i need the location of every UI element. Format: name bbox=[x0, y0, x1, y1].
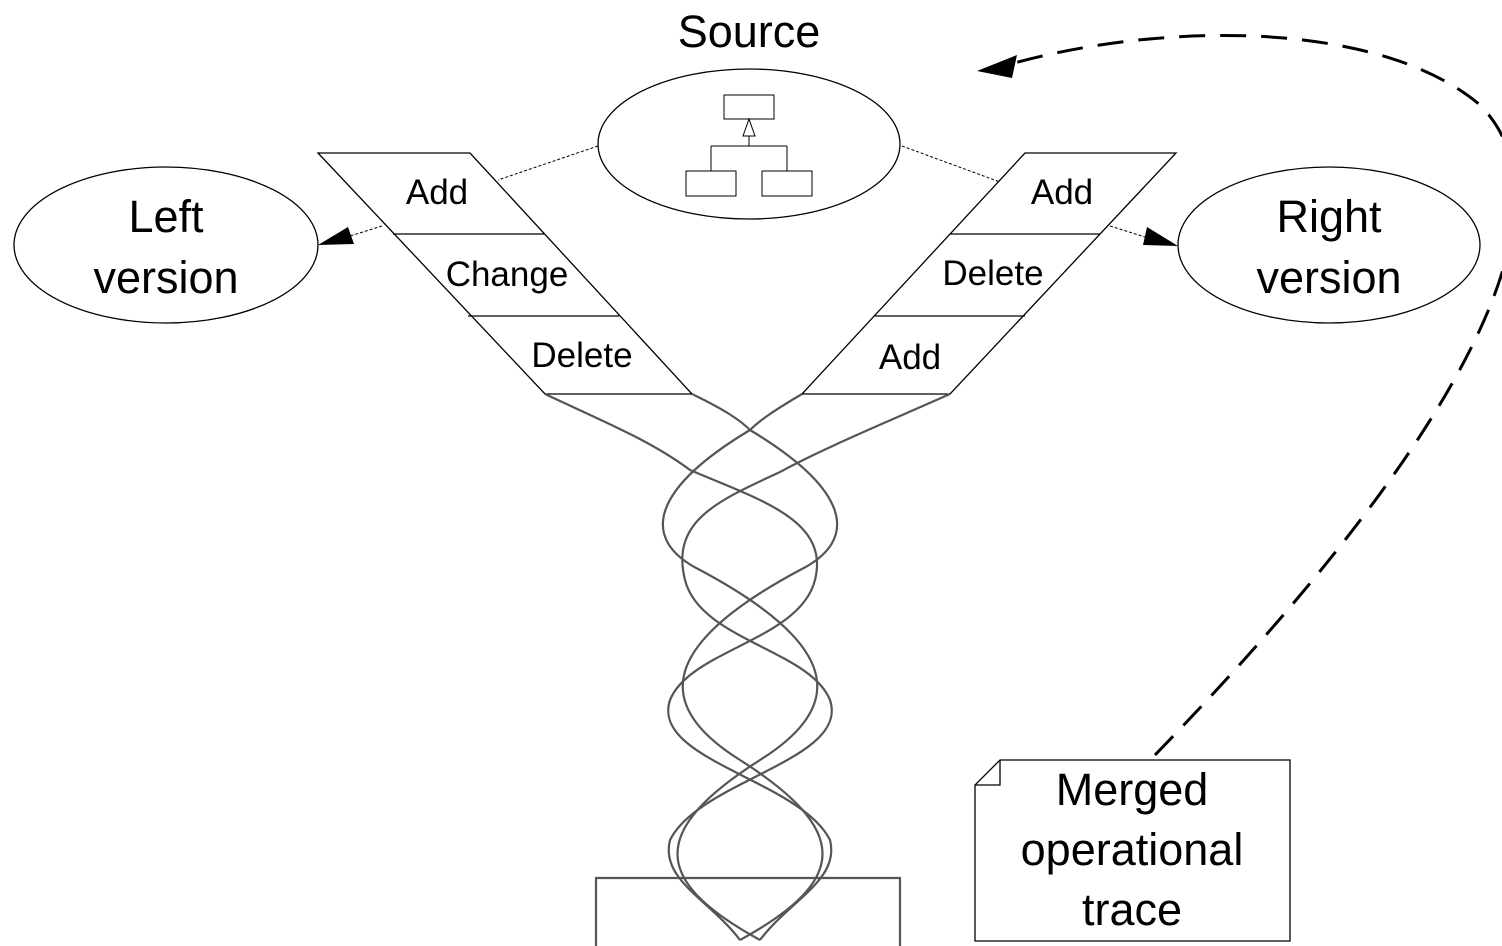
feedback-dashed-arrow bbox=[999, 33, 1502, 757]
note-line3: trace bbox=[1082, 884, 1182, 935]
braided-merge-strands bbox=[544, 392, 951, 941]
left-version-ellipse bbox=[13, 166, 319, 324]
source-label: Source bbox=[678, 6, 821, 57]
right-version-connector bbox=[1109, 225, 1146, 238]
left-trace-op: Delete bbox=[531, 336, 632, 375]
merged-trace-note: Merged operational trace bbox=[974, 759, 1291, 942]
left-trace-op: Change bbox=[446, 255, 569, 294]
right-trace-op: Delete bbox=[942, 254, 1043, 293]
source-left-connector bbox=[497, 145, 599, 181]
left-version-label-line2: version bbox=[93, 252, 238, 303]
note-line2: operational bbox=[1021, 824, 1244, 875]
left-version-arrowhead bbox=[318, 227, 354, 245]
left-version-connector bbox=[349, 225, 383, 237]
class-hierarchy-icon bbox=[685, 94, 813, 197]
right-version-arrowhead bbox=[1143, 227, 1178, 246]
left-trace-op: Add bbox=[406, 173, 468, 212]
right-trace-op: Add bbox=[1031, 173, 1093, 212]
right-version-label-line2: version bbox=[1256, 252, 1401, 303]
left-version-label-line1: Left bbox=[128, 191, 204, 242]
source-right-connector bbox=[901, 145, 1001, 183]
merged-trace-box bbox=[594, 876, 902, 946]
right-trace-op: Add bbox=[879, 338, 941, 377]
feedback-arrowhead bbox=[977, 55, 1017, 78]
right-version-ellipse bbox=[1177, 166, 1481, 324]
left-trace: Add Change Delete bbox=[316, 152, 694, 395]
right-version-label-line1: Right bbox=[1276, 191, 1382, 242]
note-line1: Merged bbox=[1056, 764, 1209, 815]
